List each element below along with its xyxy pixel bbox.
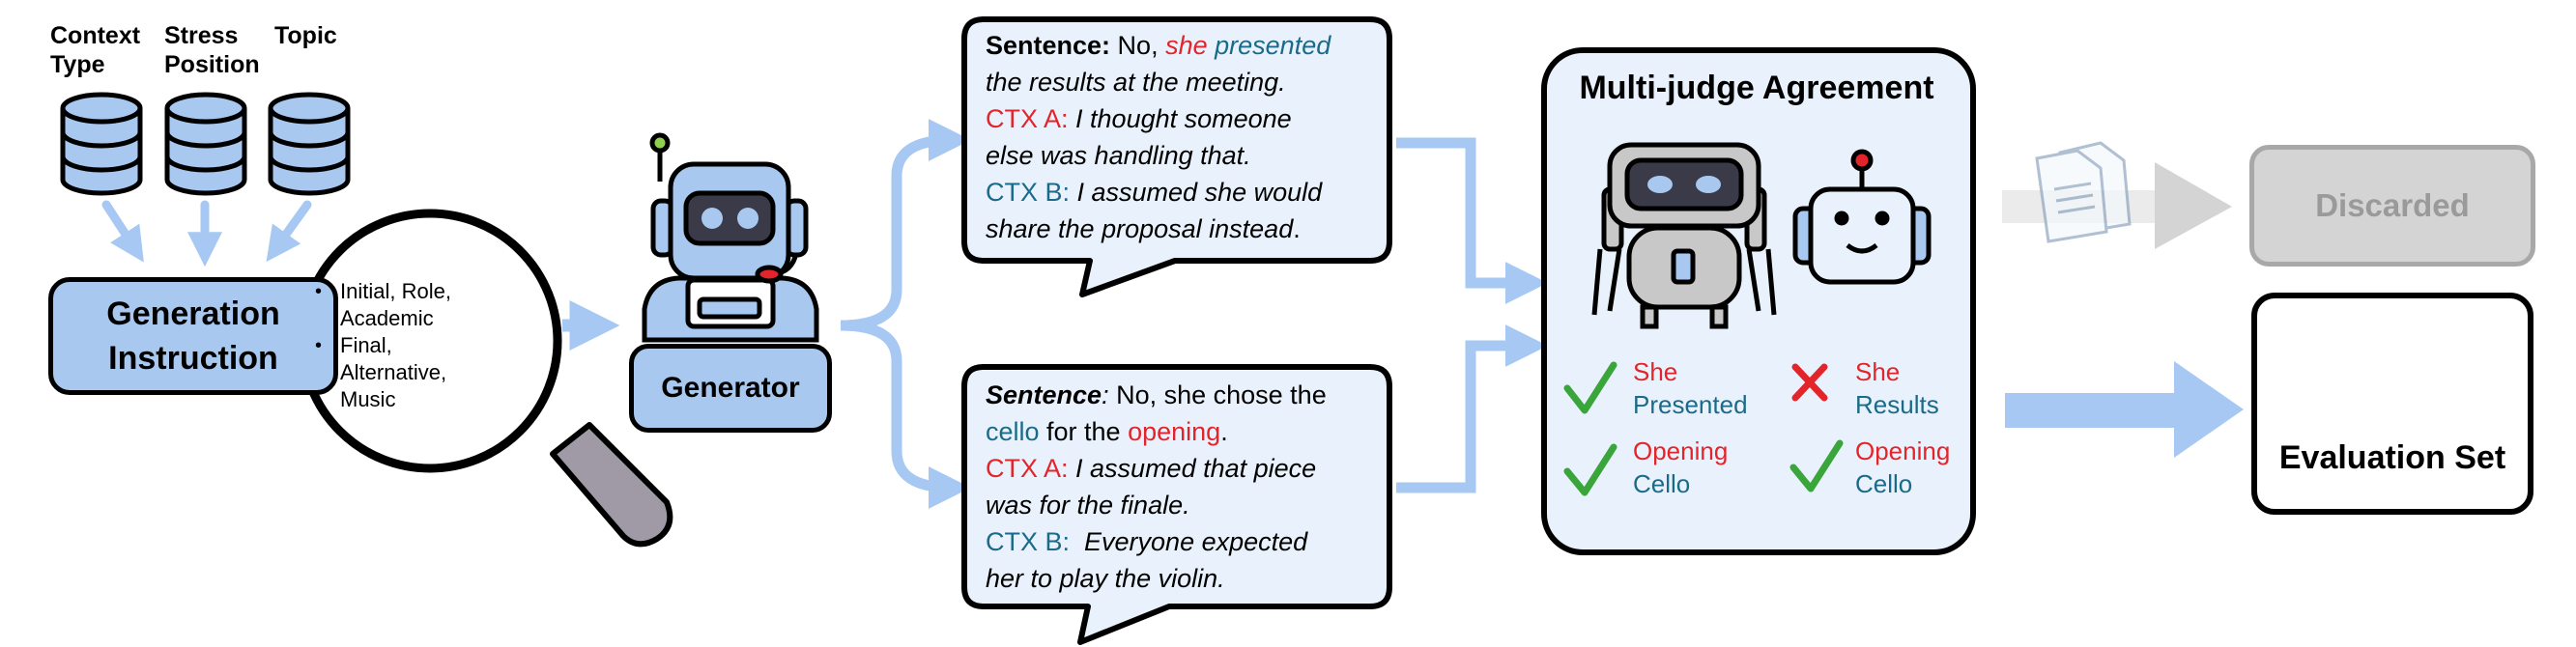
check-icon-judge1-b [1563,443,1617,496]
magnifier-icon [298,209,673,548]
source-label-topic: Topic [274,22,337,49]
generator-robot-icon [642,132,819,343]
discarded-label: Discarded [2315,187,2470,223]
cross-icon-judge2-a [1791,363,1828,402]
magnifier-item-initial: • Initial, Role,Academic [315,279,451,330]
magnifier-list: • Initial, Role,Academic • Final,Alterna… [315,278,520,413]
multi-judge-title: Multi-judge Agreement [1579,70,1934,106]
discarded-box: Discarded [2249,145,2535,267]
judge-robot-grey-icon [1591,142,1777,329]
magnifier-item-final: • Final,Alternative,Music [315,333,447,411]
generator-label: Generator [661,372,800,404]
eval-arrow [2005,361,2244,458]
evaluation-set-label: Evaluation Set [2278,439,2506,476]
check-icon-judge2-b [1789,439,1844,492]
sentence-b-text: Sentence: No, she chose the cello for th… [986,380,1327,593]
judge-robot-blue-icon [1792,149,1932,285]
sentence-bubble-a [961,16,1392,297]
check-icon-judge1-a [1563,361,1617,414]
split-arrows [840,119,971,509]
db-arrows [101,200,312,267]
database-icon-context-type [60,92,143,196]
generator-box: Generator [629,344,832,433]
document-icon-faded [2035,141,2132,243]
database-icon-topic [268,92,351,196]
judge-arrows [1396,137,1548,493]
database-icon-stress-position [164,92,247,196]
generation-instruction-box: Generation Instruction [48,277,338,395]
sentence-bubble-b [961,364,1392,645]
sentence-a-text: Sentence: No, she presented the results … [986,31,1331,243]
evaluation-set-box [2251,293,2533,515]
